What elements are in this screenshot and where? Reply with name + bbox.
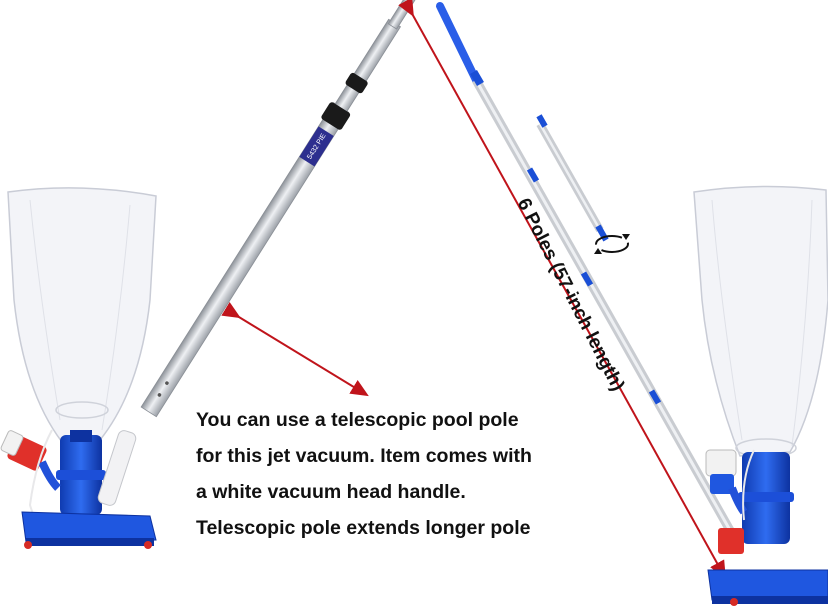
caption-line-3: a white vacuum head handle. (196, 481, 466, 503)
right-vacuum-base (707, 569, 828, 601)
caption-line-1: You can use a telescopic pool pole (196, 409, 519, 431)
left-telescopic-pole: 5432 PIE (140, 0, 443, 418)
rotation-arrow-icon (594, 234, 630, 254)
right-sectional-pole (436, 2, 744, 551)
product-caption: You can use a telescopic pool pole for t… (196, 402, 616, 546)
right-vacuum-head (693, 185, 828, 606)
caption-line-4: Telescopic pole extends longer pole (196, 517, 531, 539)
left-vacuum-base (21, 511, 157, 543)
caption-line-2: for this jet vacuum. Item comes with (196, 445, 532, 467)
left-vacuum-head (0, 187, 157, 549)
right-mesh-bag (693, 185, 828, 457)
spare-pole-section (536, 114, 609, 242)
left-hose-connector (0, 430, 61, 491)
left-mesh-bag (7, 187, 157, 443)
right-dimension-arrow (398, 0, 726, 579)
left-dimension-arrow (221, 301, 369, 397)
